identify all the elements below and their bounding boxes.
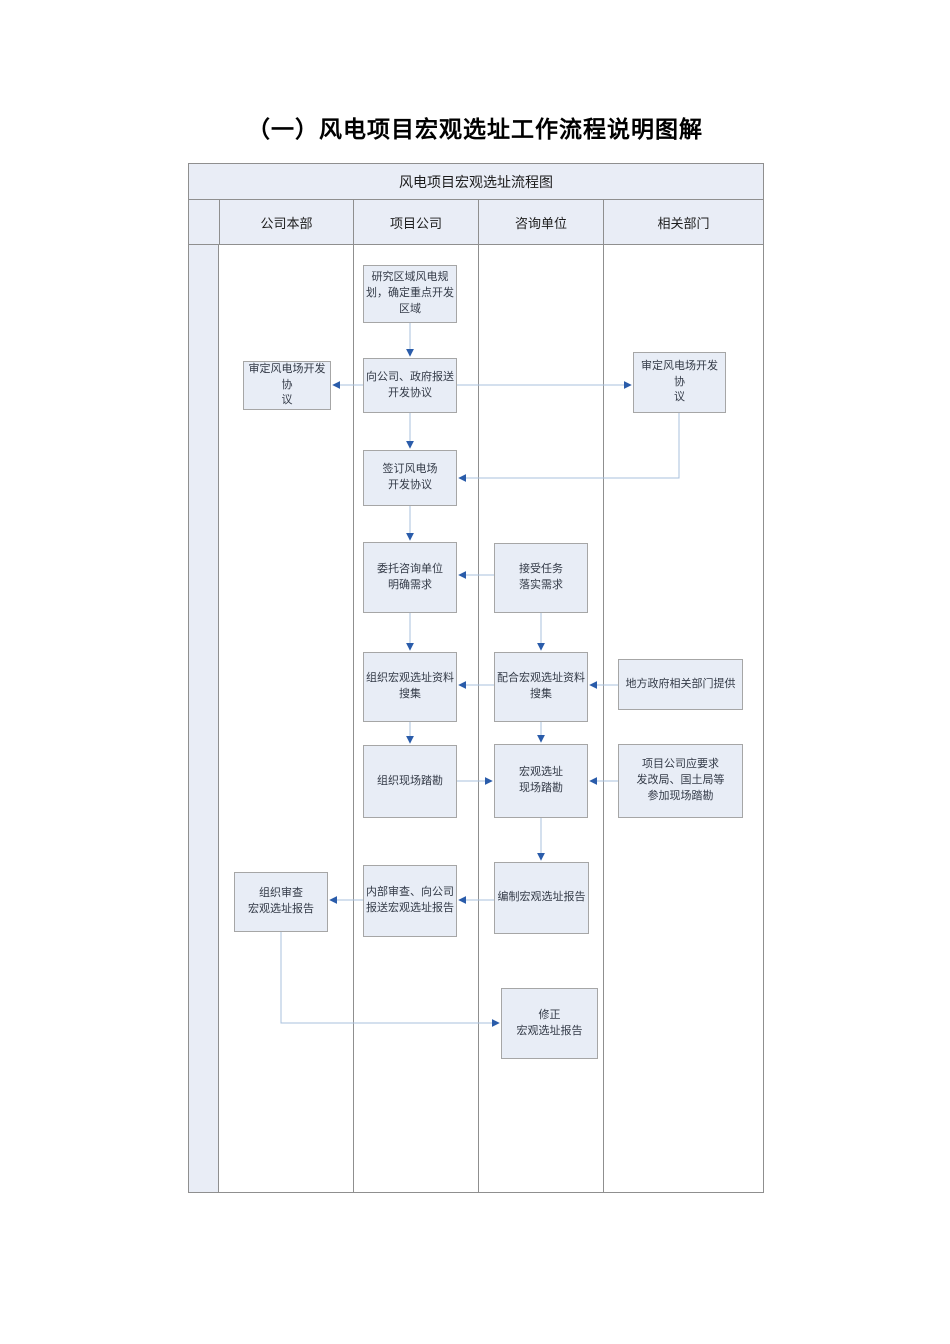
flow-box-dept-join-survey: 项目公司应要求 发改局、国土局等 参加现场踏勘 <box>618 744 743 818</box>
flow-box-hq-approve-agreement: 审定风电场开发协 议 <box>243 361 331 410</box>
lane-divider <box>353 245 354 1192</box>
page-title: （一）风电项目宏观选址工作流程说明图解 <box>247 117 703 142</box>
left-strip <box>189 245 219 1192</box>
flow-box-accept-task: 接受任务 落实需求 <box>494 543 588 613</box>
lane-header-project-company: 项目公司 <box>353 200 478 244</box>
lane-divider <box>603 245 604 1192</box>
flow-box-gov-provide-data: 地方政府相关部门提供 <box>618 659 743 710</box>
corner-cell <box>189 200 219 244</box>
flow-box-hq-review-report: 组织审查 宏观选址报告 <box>234 872 328 932</box>
flow-box-compile-report: 编制宏观选址报告 <box>494 862 589 934</box>
flow-box-sign-agreement: 签订风电场 开发协议 <box>363 450 457 506</box>
flow-box-submit-agreement: 向公司、政府报送 开发协议 <box>363 358 457 413</box>
flow-box-organize-site-survey: 组织现场踏勘 <box>363 745 457 818</box>
lane-divider <box>478 245 479 1192</box>
flowchart-title: 风电项目宏观选址流程图 <box>189 164 763 200</box>
flow-box-assist-data-collection: 配合宏观选址资料 搜集 <box>494 652 588 722</box>
flow-box-revise-report: 修正 宏观选址报告 <box>501 988 598 1059</box>
flow-box-research-planning: 研究区域风电规 划，确定重点开发 区域 <box>363 265 457 323</box>
lane-header-consulting-unit: 咨询单位 <box>478 200 603 244</box>
flow-connectors <box>280 323 680 1027</box>
flow-box-macro-site-survey: 宏观选址 现场踏勘 <box>494 744 588 818</box>
flowchart-body: 研究区域风电规 划，确定重点开发 区域 审定风电场开发协 议 向公司、政府报送 … <box>189 245 763 1192</box>
flow-box-entrust-consultant: 委托咨询单位 明确需求 <box>363 542 457 613</box>
flow-box-internal-review-report: 内部审查、向公司 报送宏观选址报告 <box>363 865 457 937</box>
lane-header-company-hq: 公司本部 <box>219 200 353 244</box>
lane-header-related-departments: 相关部门 <box>603 200 763 244</box>
flow-box-dept-approve-agreement: 审定风电场开发协 议 <box>633 352 726 413</box>
flow-box-organize-data-collection: 组织宏观选址资料 搜集 <box>363 652 457 722</box>
flowchart-table: 风电项目宏观选址流程图 公司本部 项目公司 咨询单位 相关部门 <box>188 163 764 1193</box>
lane-header-row: 公司本部 项目公司 咨询单位 相关部门 <box>189 200 763 245</box>
